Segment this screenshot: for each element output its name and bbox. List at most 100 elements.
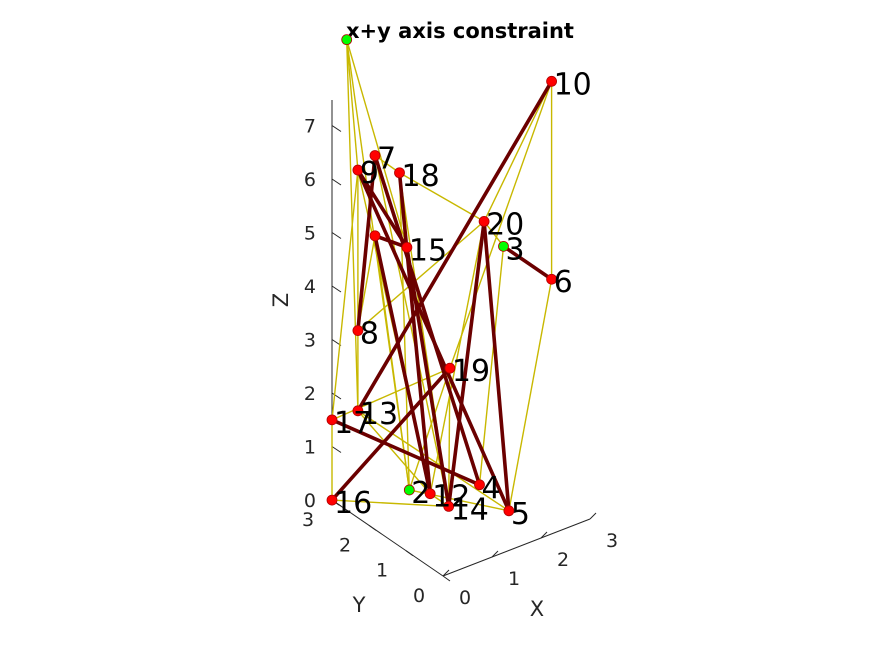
node-20: [478, 215, 490, 227]
z-tick-label: 0: [304, 490, 316, 512]
node-5: [503, 505, 515, 517]
y-tick-mark: [442, 575, 451, 582]
node-17: [326, 414, 338, 426]
z-tick-label: 3: [304, 330, 316, 352]
edge-light: [346, 39, 408, 248]
node-label-2: 2: [411, 476, 430, 511]
y-tick-label: 2: [339, 534, 351, 556]
y-axis-line: [331, 499, 444, 577]
edge-light: [478, 246, 505, 485]
node-label-12: 12: [432, 480, 470, 515]
z-tick-mark: [331, 285, 342, 293]
x-tick-mark: [442, 569, 450, 577]
z-tick-mark: [331, 178, 342, 186]
z-tick-mark: [331, 232, 342, 239]
x-tick-label: 3: [606, 530, 618, 552]
node-10: [546, 75, 557, 87]
node-label-14: 14: [451, 492, 489, 527]
z-tick-label: 6: [304, 169, 316, 191]
z-tick-label: 7: [304, 116, 316, 138]
node-label-13: 13: [360, 397, 398, 432]
y-tick-mark: [405, 550, 414, 557]
y-tick-label: 0: [413, 585, 425, 607]
y-tick-mark: [368, 524, 377, 531]
node-6: [546, 273, 557, 285]
edge-light: [346, 39, 359, 171]
y-axis-label: Y: [352, 593, 366, 617]
x-tick-label: 1: [508, 568, 520, 590]
edge-dark: [330, 418, 482, 487]
x-axis-label: X: [530, 597, 544, 621]
node-4: [474, 479, 485, 491]
edge-light: [508, 279, 553, 511]
node-9: [352, 164, 364, 176]
edge-light: [449, 81, 553, 369]
node-label-15: 15: [409, 233, 447, 268]
node-2: [403, 484, 415, 496]
nodes-layer: [326, 34, 557, 517]
edge-dark: [397, 170, 433, 496]
edge-dark: [501, 244, 554, 282]
z-tick-label: 2: [304, 383, 316, 405]
node-15: [401, 241, 413, 253]
edge-light: [408, 367, 451, 491]
node-13: [352, 405, 364, 417]
node-label-6: 6: [554, 265, 573, 300]
node-7: [369, 150, 381, 161]
node-16: [326, 494, 338, 506]
y-tick-label: 1: [376, 560, 388, 582]
edge-dark: [482, 219, 511, 513]
edge-dark: [330, 366, 452, 502]
edge-dark: [373, 153, 482, 487]
edge-dark: [356, 153, 377, 333]
x-tick-mark: [589, 512, 597, 520]
chart-title: x+y axis constraint: [346, 19, 574, 43]
edge-light: [357, 220, 485, 332]
edge-dark: [405, 245, 451, 509]
edge-light: [331, 169, 359, 420]
y-tick-label: 3: [302, 509, 314, 531]
edge-light: [357, 410, 431, 495]
node-label-20: 20: [486, 207, 524, 242]
node-8: [352, 325, 364, 336]
node-label-5: 5: [511, 497, 530, 532]
x-tick-label: 0: [459, 587, 471, 609]
edge-light: [357, 410, 510, 512]
node-label-16: 16: [334, 486, 372, 521]
edge-light: [374, 235, 410, 491]
x-axis-line: [442, 518, 591, 577]
edge-dark: [446, 219, 486, 509]
z-axis-label: Z: [269, 293, 293, 307]
node-3: [498, 240, 509, 252]
node-19: [444, 362, 456, 374]
node-18: [394, 167, 405, 179]
edge-dark: [356, 79, 554, 413]
z-tick-mark: [331, 392, 342, 400]
edges-dark-layer: [330, 79, 554, 513]
node-11: [341, 34, 353, 46]
z-tick-label: 1: [304, 437, 316, 459]
x-tick-label: 2: [557, 549, 569, 571]
z-tick-mark: [331, 446, 342, 453]
node-label-9: 9: [360, 156, 379, 191]
z-tick-label: 4: [304, 276, 316, 298]
node-1: [369, 230, 381, 242]
node-label-19: 19: [452, 354, 490, 389]
z-tick-label: 5: [304, 223, 316, 245]
node-12: [424, 488, 436, 500]
node-label-4: 4: [482, 471, 501, 506]
node-14: [443, 500, 455, 512]
edge-light: [399, 172, 485, 222]
x-tick-mark: [540, 531, 548, 539]
edge-dark: [373, 233, 433, 496]
node-label-7: 7: [377, 142, 396, 177]
z-tick-mark: [331, 125, 342, 132]
node-label-10: 10: [554, 67, 592, 102]
x-tick-mark: [491, 550, 499, 558]
node-label-18: 18: [402, 159, 440, 194]
node-label-3: 3: [506, 232, 525, 267]
edge-light: [483, 80, 553, 222]
